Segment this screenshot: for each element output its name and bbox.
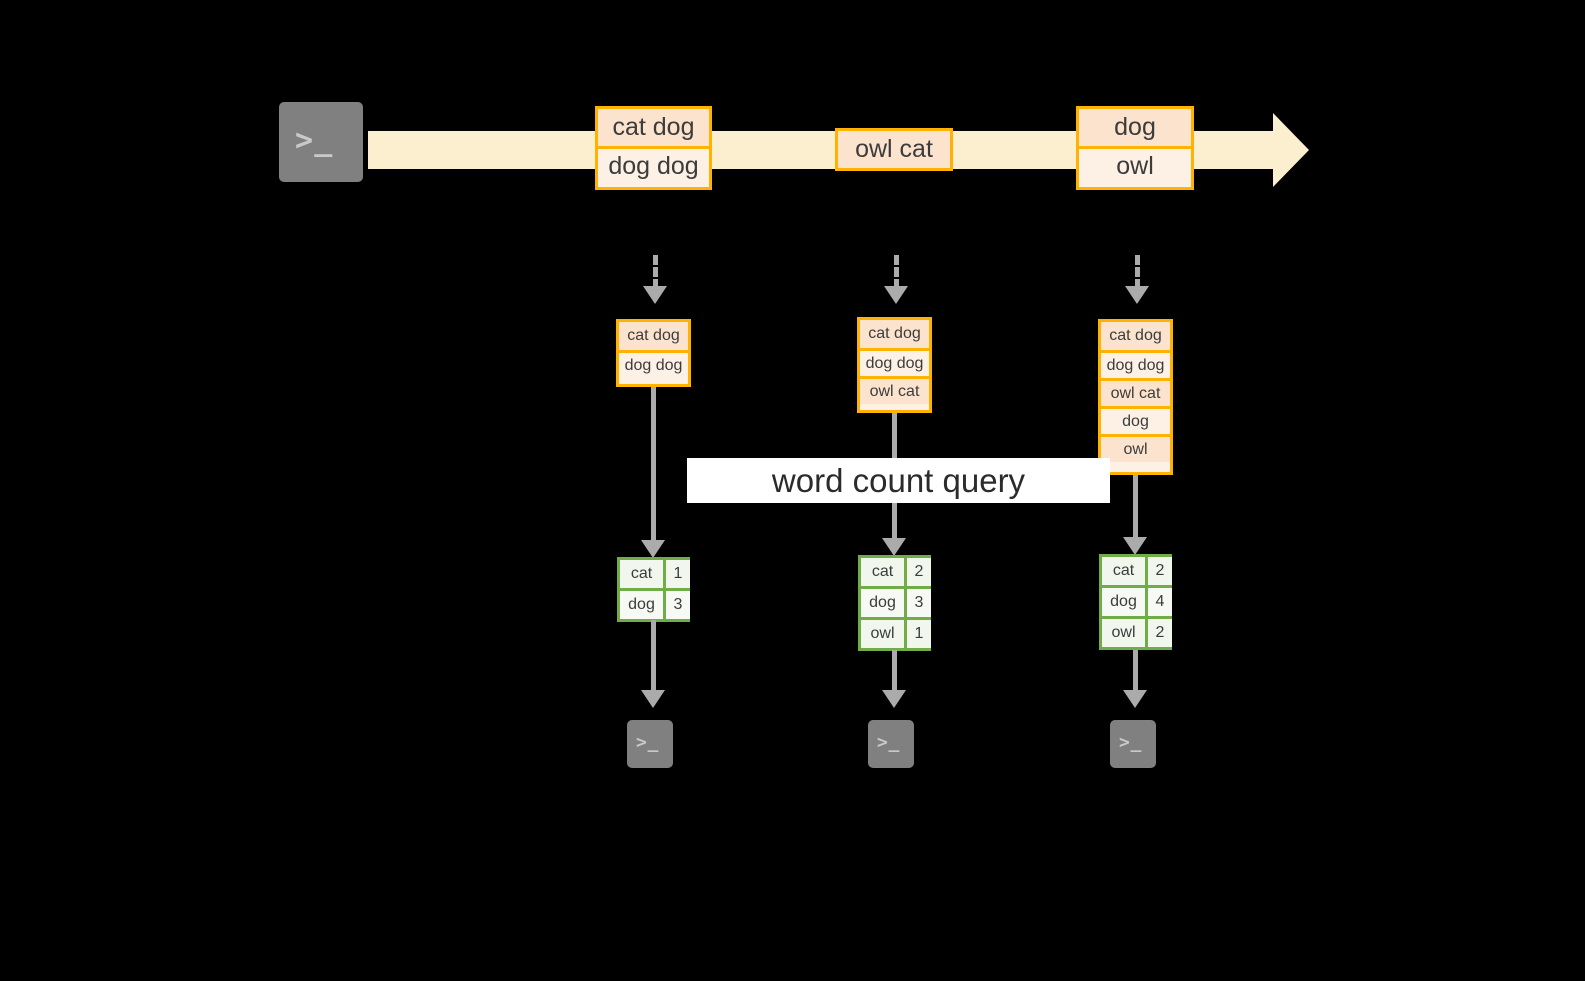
terminal-prompt-glyph: >_ — [636, 732, 660, 753]
terminal-prompt-glyph: >_ — [295, 123, 334, 158]
sink-arrow-2-line — [892, 650, 897, 693]
query-arrow-3-head — [1123, 537, 1147, 555]
sink-terminal-icon-1: >_ — [620, 713, 680, 775]
query-arrow-3-line — [1133, 475, 1138, 551]
sink-terminal-icon-2: >_ — [861, 713, 921, 775]
result-table-3: cat 2 dog 4 owl 2 — [1099, 554, 1172, 650]
table-row: dog 3 — [620, 588, 690, 619]
table-row: cat 1 — [620, 560, 690, 588]
result-count: 4 — [1145, 588, 1172, 616]
result-count: 2 — [1145, 557, 1172, 585]
sink-arrow-3-line — [1133, 650, 1138, 693]
result-word: dog — [1102, 588, 1145, 616]
record-line: dog — [1101, 406, 1170, 434]
result-count: 2 — [904, 558, 931, 586]
stream-batch-3: dog owl — [1076, 106, 1194, 190]
result-count: 1 — [663, 560, 690, 588]
table-row: cat 2 — [861, 558, 931, 586]
trigger-arrow-3-head — [1125, 286, 1149, 304]
sink-arrow-1-head — [641, 690, 665, 708]
record-line: cat dog — [619, 322, 688, 350]
sink-arrow-1-line — [651, 620, 656, 692]
result-table-1: cat 1 dog 3 — [617, 557, 690, 622]
sink-arrow-3-head — [1123, 690, 1147, 708]
stream-batch-1: cat dog dog dog — [595, 106, 712, 190]
result-count: 3 — [904, 589, 931, 617]
accumulated-input-1: cat dog dog dog — [616, 319, 691, 387]
trigger-arrow-1-line — [653, 255, 658, 289]
sink-terminal-icon-3: >_ — [1103, 713, 1163, 775]
trigger-arrow-2-head — [884, 286, 908, 304]
record-line: dog dog — [619, 350, 688, 378]
record-line: cat dog — [1101, 322, 1170, 350]
result-word: cat — [861, 558, 904, 586]
trigger-arrow-3-line — [1135, 255, 1140, 289]
terminal-prompt-glyph: >_ — [877, 732, 901, 753]
record-line: dog dog — [860, 348, 929, 376]
result-word: owl — [1102, 619, 1145, 647]
table-row: owl 1 — [861, 617, 931, 648]
record-line: dog — [1079, 109, 1191, 146]
record-line: owl cat — [860, 376, 929, 404]
query-arrow-2-head — [882, 538, 906, 556]
terminal-prompt-glyph: >_ — [1119, 732, 1143, 753]
table-row: owl 2 — [1102, 616, 1172, 647]
record-line: dog dog — [598, 146, 709, 183]
query-arrow-1-head — [641, 540, 665, 558]
record-line: owl — [1079, 146, 1191, 183]
trigger-arrow-2-line — [894, 255, 899, 289]
result-word: dog — [861, 589, 904, 617]
stream-batch-2: owl cat — [835, 128, 953, 171]
record-line: owl cat — [838, 131, 950, 168]
record-line: owl cat — [1101, 378, 1170, 406]
result-count: 1 — [904, 620, 931, 648]
record-line: dog dog — [1101, 350, 1170, 378]
record-line: cat dog — [598, 109, 709, 146]
result-word: owl — [861, 620, 904, 648]
trigger-arrow-1-head — [643, 286, 667, 304]
result-word: cat — [1102, 557, 1145, 585]
result-word: dog — [620, 591, 663, 619]
record-line: owl — [1101, 434, 1170, 462]
result-table-2: cat 2 dog 3 owl 1 — [858, 555, 931, 651]
query-arrow-1-line — [651, 387, 656, 553]
stream-arrow-head — [1273, 113, 1309, 187]
source-terminal-icon: >_ — [272, 95, 370, 189]
accumulated-input-2: cat dog dog dog owl cat — [857, 317, 932, 413]
result-count: 3 — [663, 591, 690, 619]
result-word: cat — [620, 560, 663, 588]
result-count: 2 — [1145, 619, 1172, 647]
table-row: dog 4 — [1102, 585, 1172, 616]
table-row: dog 3 — [861, 586, 931, 617]
query-label: word count query — [687, 458, 1110, 503]
table-row: cat 2 — [1102, 557, 1172, 585]
sink-arrow-2-head — [882, 690, 906, 708]
accumulated-input-3: cat dog dog dog owl cat dog owl — [1098, 319, 1173, 475]
record-line: cat dog — [860, 320, 929, 348]
